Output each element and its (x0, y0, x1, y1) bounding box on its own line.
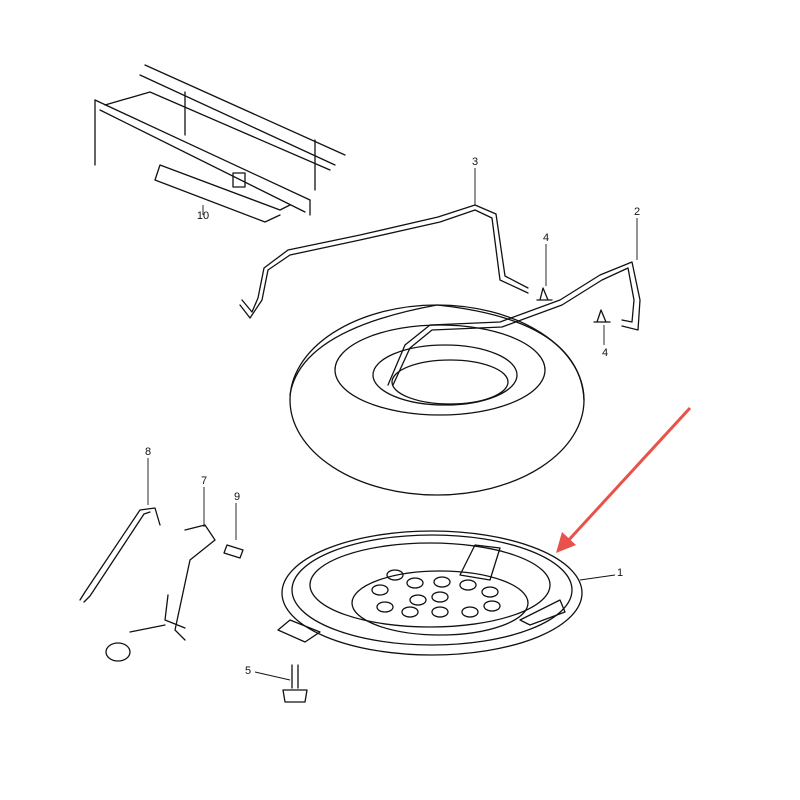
clip-part-4 (536, 287, 553, 301)
pan-hole (461, 606, 479, 618)
callout-7: 7 (200, 475, 208, 487)
pan-hole (481, 586, 499, 598)
callout-5: 5 (244, 665, 252, 677)
callout-4b: 4 (601, 347, 609, 359)
pan-hole (433, 576, 451, 588)
callout-1: 1 (616, 567, 624, 579)
crossmember-part-10 (94, 64, 346, 223)
rod-part-3 (239, 209, 529, 319)
bolt-part-5 (282, 664, 308, 703)
leader-lines (147, 168, 638, 681)
pan-hole (386, 569, 404, 581)
callout-2: 2 (633, 206, 641, 218)
callout-8: 8 (144, 446, 152, 458)
callout-9: 9 (233, 491, 241, 503)
spare-tire (289, 304, 585, 496)
rod-part-2 (387, 261, 641, 386)
red-arrow-indicator (556, 406, 692, 553)
pan-hole (459, 579, 477, 591)
clip-part-4b (593, 309, 611, 323)
pan-hole (431, 606, 449, 618)
pan-hole (483, 600, 501, 612)
pan-hole (406, 577, 424, 589)
callout-3: 3 (471, 156, 479, 168)
pan-hole (409, 594, 427, 606)
callout-10: 10 (196, 210, 210, 222)
pin-part-9 (223, 544, 244, 559)
hook-part-8 (79, 507, 161, 603)
spare-wheel-pan-part-1 (277, 530, 583, 656)
pan-hole (371, 584, 389, 596)
bracket-part-7 (129, 524, 216, 641)
callout-4a: 4 (542, 232, 550, 244)
pan-hole (431, 591, 449, 603)
pan-hole (401, 606, 419, 618)
pan-hole (376, 601, 394, 613)
